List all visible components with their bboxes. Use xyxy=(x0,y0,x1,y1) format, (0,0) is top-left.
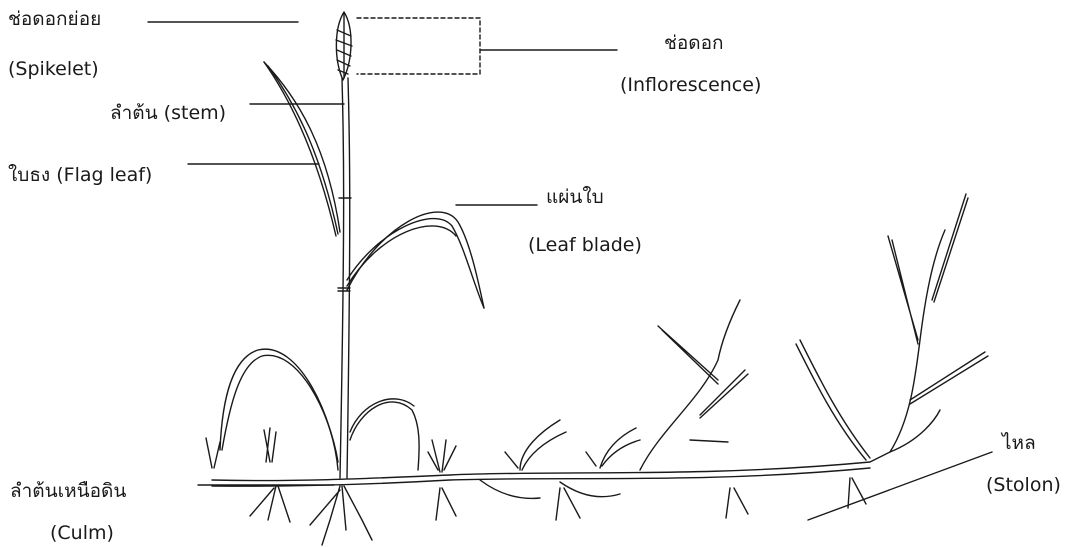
leaf-blade-upper xyxy=(347,212,484,308)
stolon-leader xyxy=(808,452,992,520)
branch-right xyxy=(796,194,988,460)
branch-left xyxy=(640,300,748,470)
leaf-blade-label-th: แผ่นใบ xyxy=(546,188,604,207)
flag-leaf xyxy=(264,62,340,236)
stolon-runner xyxy=(212,410,940,486)
inflorescence-bracket xyxy=(357,18,480,74)
inflorescence-label-th: ช่อดอก xyxy=(664,34,724,53)
spikelet-label-th: ช่อดอกย่อย xyxy=(8,10,101,29)
leaf-blade-label-en: (Leaf blade) xyxy=(528,236,642,255)
basal-leaves xyxy=(206,349,419,470)
roots xyxy=(250,478,866,545)
stolon-tufts xyxy=(428,420,640,498)
spikelet-head xyxy=(336,12,352,80)
spikelet-label-en: (Spikelet) xyxy=(8,60,99,79)
inflorescence-label-en: (Inflorescence) xyxy=(620,76,761,95)
flag-leaf-label: ใบธง (Flag leaf) xyxy=(8,166,152,185)
culm-label-en: (Culm) xyxy=(50,524,114,543)
stem-label: ลำต้น (stem) xyxy=(110,104,226,123)
stolon-label-th: ไหล xyxy=(1002,434,1036,453)
culm-label-th: ลำต้นเหนือดิน xyxy=(10,482,126,501)
stolon-label-en: (Stolon) xyxy=(986,476,1061,495)
